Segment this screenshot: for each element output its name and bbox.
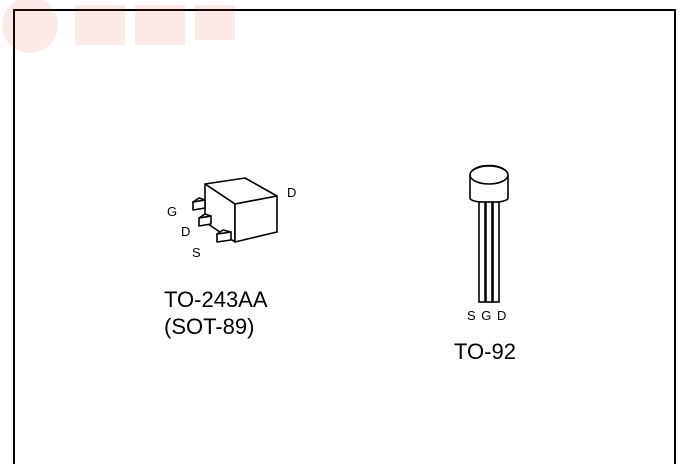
sot89-pin-g-label: G xyxy=(167,204,178,219)
sot89-package-drawing xyxy=(192,177,278,243)
sot89-pin-d-tab-label: D xyxy=(287,185,297,200)
diagram-frame xyxy=(13,9,676,464)
to92-pin-labels: S G D xyxy=(467,308,508,323)
sot89-alt-name-label: (SOT-89) xyxy=(164,314,255,339)
sot89-name-label: TO-243AA xyxy=(164,287,268,312)
to92-package-drawing xyxy=(469,164,509,303)
company-logo-watermark xyxy=(2,0,235,53)
sot89-pin-s-label: S xyxy=(192,245,201,260)
sot89-pin-d-left-label: D xyxy=(181,224,191,239)
to92-name-label: TO-92 xyxy=(454,339,516,364)
